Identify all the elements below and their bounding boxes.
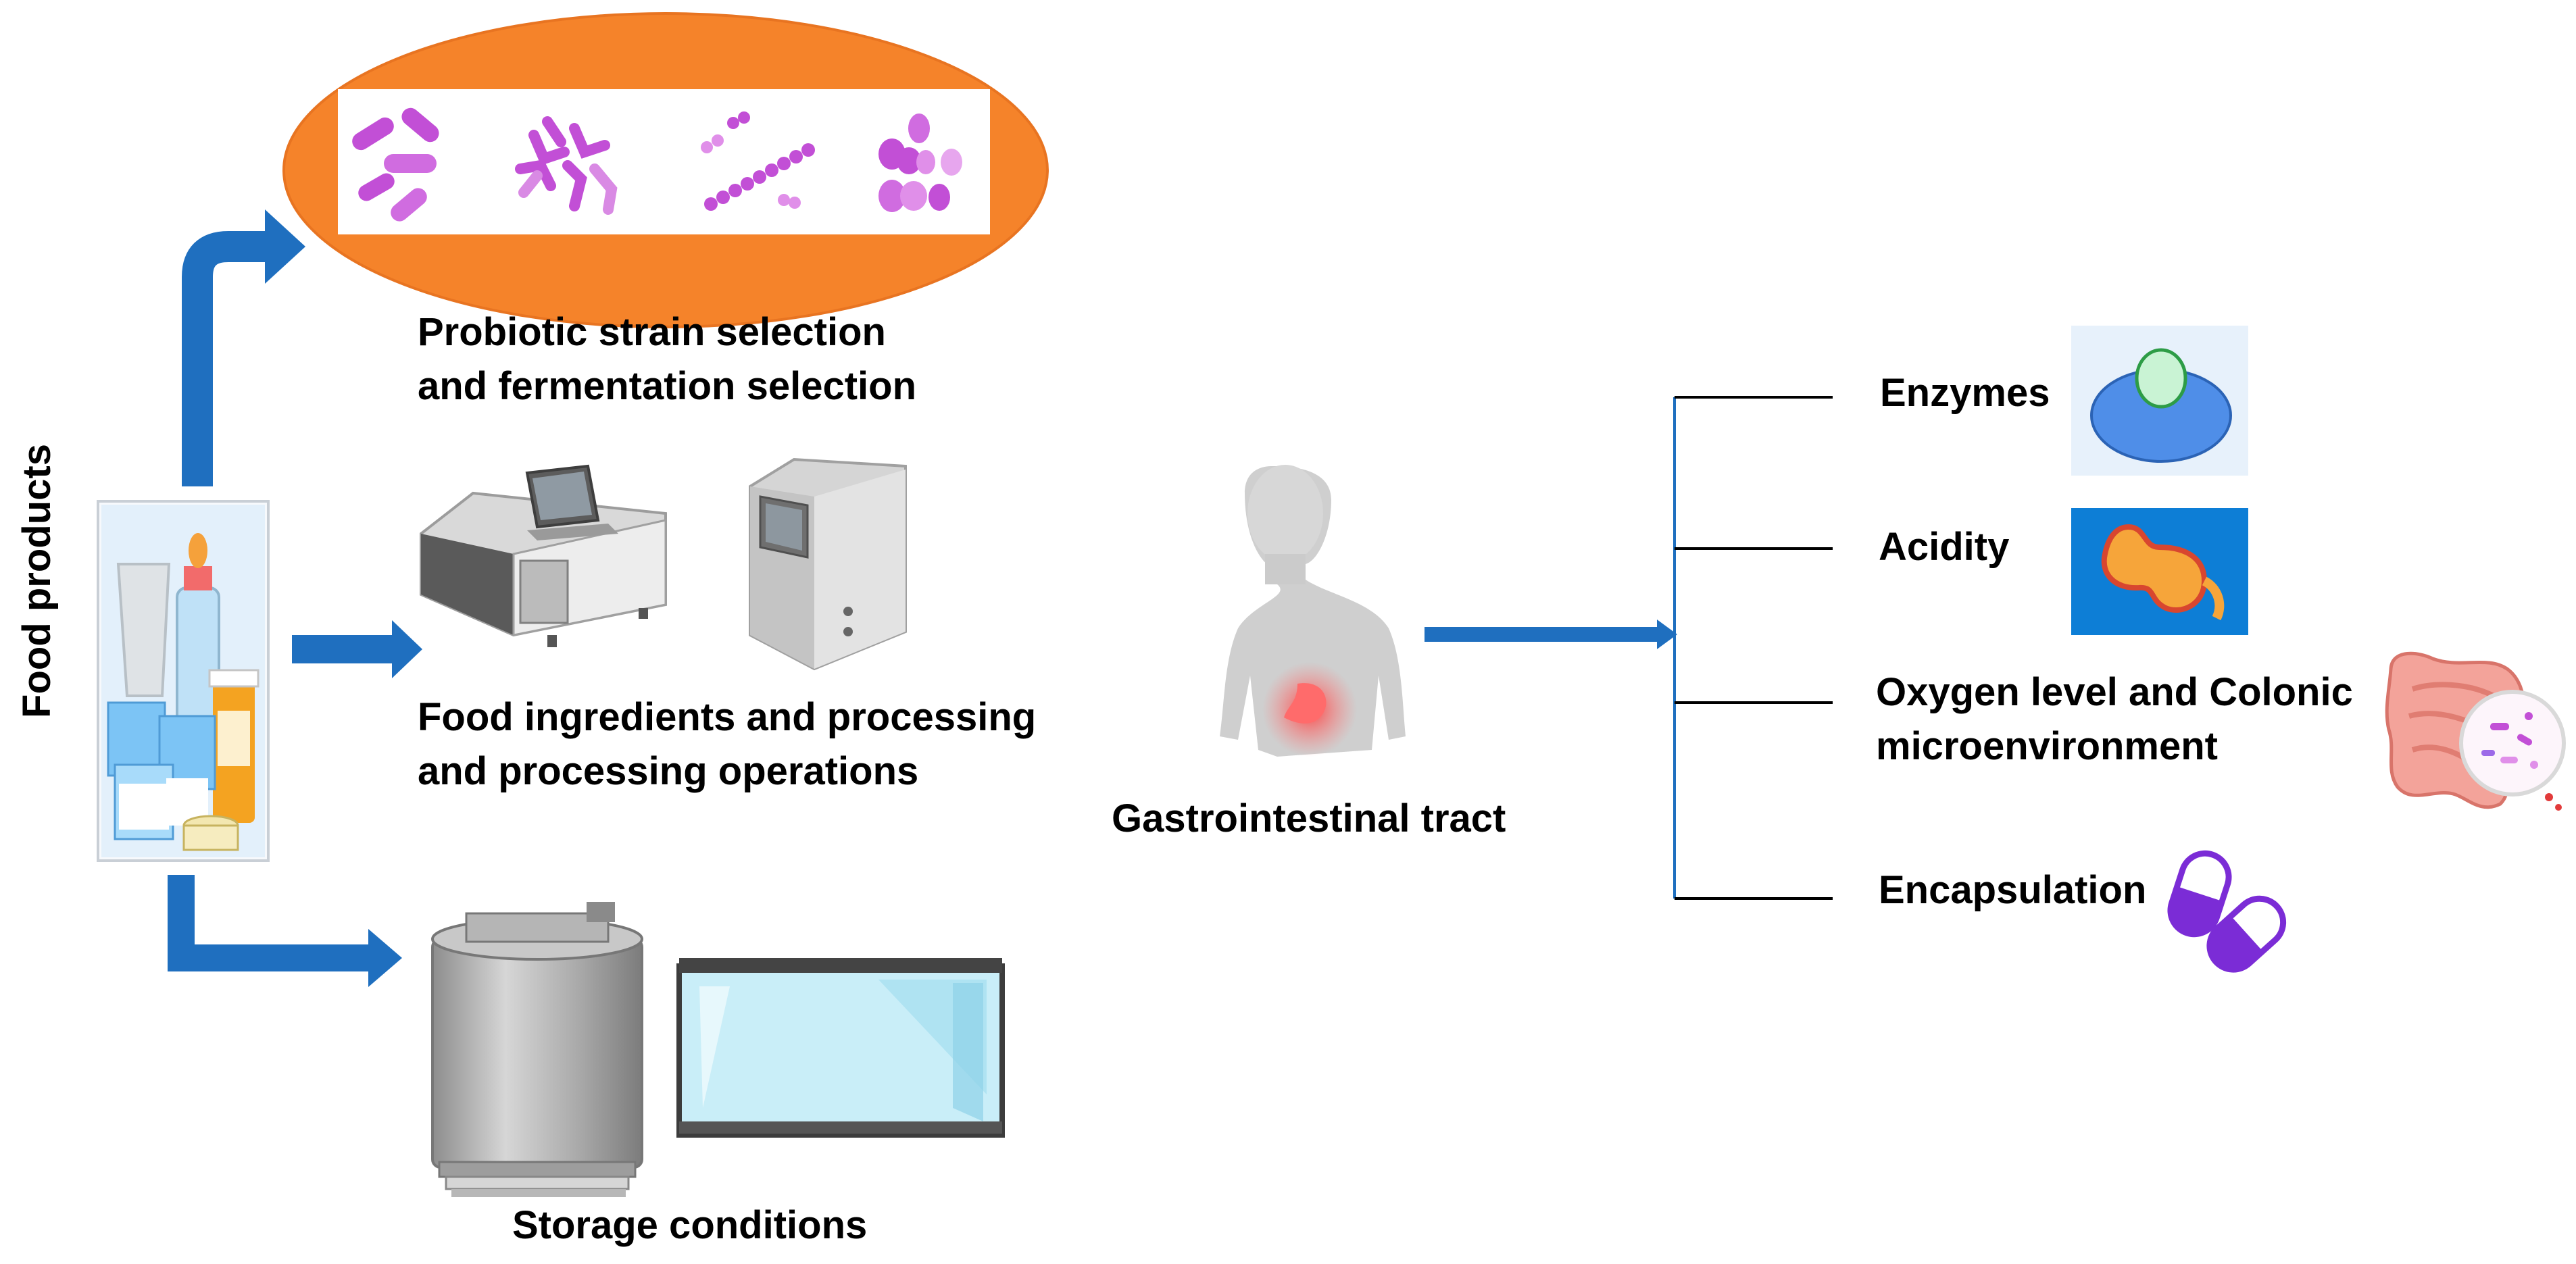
arrow-to-challenges <box>1425 627 1661 642</box>
oxygen-line-2: microenvironment <box>1876 724 2218 768</box>
arrow-head-processing <box>392 620 422 678</box>
oxygen-line-1: Oxygen level and Colonic <box>1876 670 2353 714</box>
processing-line-1: Food ingredients and processing <box>418 695 1037 739</box>
arrow-to-processing <box>292 635 400 663</box>
food-products-label: Food products <box>15 444 59 718</box>
arrow-to-strain <box>182 231 267 486</box>
oxygen-label: Oxygen level and Colonic microenvironmen… <box>1876 665 2353 774</box>
acidity-label: Acidity <box>1879 525 2010 569</box>
storage-line-1: Storage conditions <box>512 1203 868 1247</box>
challenge-bracket <box>1673 396 1833 900</box>
capsule-icon <box>2167 850 2287 973</box>
freezer-tank-icon <box>431 902 643 1197</box>
glass-tank-icon <box>676 958 1005 1138</box>
flow-arrows <box>168 209 1677 987</box>
stomach-icon <box>2071 508 2248 635</box>
arrow-head-strain <box>265 209 305 284</box>
enzyme-icon <box>2071 326 2248 476</box>
bacteria-strains-icon <box>282 12 1049 328</box>
encapsulation-label: Encapsulation <box>1879 868 2147 912</box>
processing-line-2: and processing operations <box>418 749 919 793</box>
strain-line-1: Probiotic strain selection <box>418 310 886 354</box>
storage-label: Storage conditions <box>512 1198 867 1253</box>
arrow-to-storage <box>168 875 370 971</box>
processing-label: Food ingredients and processing and proc… <box>418 690 1036 799</box>
enzymes-label: Enzymes <box>1880 371 2050 415</box>
arrow-head-storage <box>368 929 402 987</box>
strain-selection-label: Probiotic strain selection and fermentat… <box>418 305 916 413</box>
gastrointestinal-tract-label: Gastrointestinal tract <box>1112 797 1506 840</box>
human-body-icon <box>1220 465 1406 757</box>
strain-line-2: and fermentation selection <box>418 364 917 408</box>
processing-machine-icon <box>420 457 907 671</box>
intestine-microbiome-icon <box>2385 651 2566 811</box>
yogurt-bottle-products-icon <box>97 500 270 862</box>
arrow-head-challenges <box>1657 620 1677 649</box>
